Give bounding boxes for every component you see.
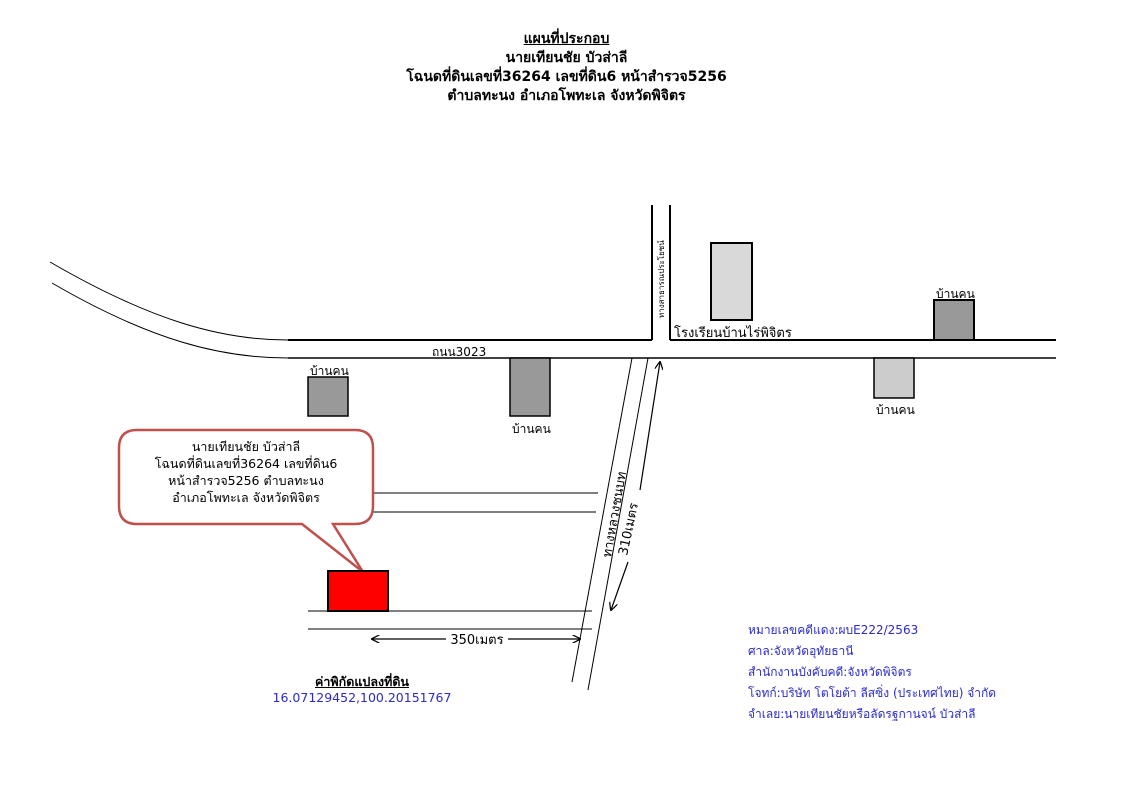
house-4-label: บ้านคน — [512, 422, 551, 436]
house-2 — [873, 357, 915, 399]
enforcement-office: สำนักงานบังคับคดี:จังหวัดพิจิตร — [748, 665, 912, 679]
coordinates-value: 16.07129452,100.20151767 — [272, 690, 452, 705]
defendant: จำเลย:นายเทียนชัยหรือลัดรฐกานจน์ บัวส่าล… — [748, 707, 976, 721]
deed-info: โฉนดที่ดินเลขที่36264 เลขที่ดิน6 หน้าสำร… — [406, 69, 727, 85]
case-info: หมายเลขคดีแดง:ผบE222/2563 ศาล:จังหวัดอุท… — [748, 620, 996, 725]
side-road-label: ทางสาธารณประโยชน์ — [656, 240, 666, 318]
house-1 — [933, 299, 975, 341]
map-title-block: แผนที่ประกอบ นายเทียนชัย บัวส่าลี โฉนดที… — [0, 30, 1133, 106]
plaintiff: โจทก์:บริษัท โตโยต้า ลีสซิ่ง (ประเทศไทย)… — [748, 686, 997, 700]
location-info: ตำบลทะนง อำเภอโพทะเล จังหวัดพิจิตร — [447, 88, 686, 104]
curved-road-upper — [49, 261, 289, 341]
distance-350-label: 350เมตร — [450, 633, 503, 648]
distance-310-arrow-top — [639, 362, 660, 491]
callout-owner: นายเทียนชัย บัวส่าลี — [191, 439, 301, 454]
coordinates-title: ค่าพิกัดแปลงที่ดิน — [315, 674, 409, 689]
school-label: โรงเรียนบ้านไร่พิจิตร — [674, 326, 792, 341]
callout-district: อำเภอโพทะเล จังหวัดพิจิตร — [172, 490, 320, 505]
case-number: หมายเลขคดีแดง:ผบE222/2563 — [748, 623, 919, 637]
main-road-label: ถนน3023 — [432, 345, 487, 359]
house-4 — [509, 357, 551, 417]
callout-survey: หน้าสำรวจ5256 ตำบลทะนง — [168, 473, 324, 488]
owner-name: นายเทียนชัย บัวส่าลี — [505, 50, 628, 66]
school-building — [710, 242, 753, 321]
callout-deed: โฉนดที่ดินเลขที่36264 เลขที่ดิน6 — [154, 456, 338, 471]
house-1-label: บ้านคน — [936, 287, 975, 301]
diagonal-road-edge-right — [587, 357, 649, 691]
curved-road-lower — [51, 282, 289, 359]
land-plot — [327, 570, 389, 612]
court: ศาล:จังหวัดอุทัยธานี — [748, 644, 854, 658]
distance-310-arrow-bottom — [611, 561, 629, 610]
map-title: แผนที่ประกอบ — [523, 31, 610, 47]
callout-bubble — [117, 428, 375, 573]
diagonal-road-edge-left — [571, 357, 633, 683]
house-2-label: บ้านคน — [876, 403, 915, 417]
house-3 — [307, 376, 349, 417]
house-3-label: บ้านคน — [310, 364, 349, 378]
callout-text: นายเทียนชัย บัวส่าลี โฉนดที่ดินเลขที่362… — [120, 438, 372, 506]
